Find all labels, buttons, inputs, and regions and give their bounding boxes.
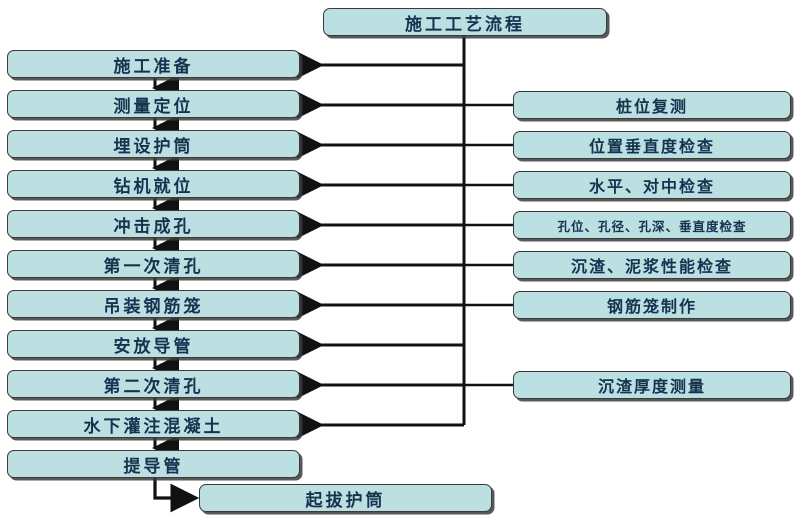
check-label-3: 水平、对中检查 — [588, 177, 715, 196]
spine-to-step-arrows — [297, 51, 464, 439]
check-label-2: 位置垂直度检查 — [588, 137, 715, 156]
step-box-7[interactable]: 吊装钢筋笼 — [7, 290, 300, 318]
diagram-title-label: 施工工艺流程 — [405, 14, 525, 35]
step-box-2[interactable]: 测量定位 — [7, 90, 300, 118]
check-box-1[interactable]: 桩位复测 — [513, 91, 791, 119]
step-box-1[interactable]: 施工准备 — [7, 50, 300, 78]
step-box-9[interactable]: 第二次清孔 — [7, 370, 300, 398]
check-box-6[interactable]: 钢筋笼制作 — [513, 291, 791, 319]
step-label-5: 冲击成孔 — [113, 216, 194, 237]
diagram-title-box: 施工工艺流程 — [323, 8, 607, 36]
step-box-10[interactable]: 水下灌注混凝土 — [7, 410, 300, 438]
step-label-9: 第二次清孔 — [103, 376, 204, 397]
step-label-2: 测量定位 — [113, 96, 194, 117]
terminal-box[interactable]: 起拔护筒 — [199, 484, 492, 512]
check-label-4: 孔位、孔径、孔深、垂直度检查 — [557, 218, 747, 234]
terminal-label: 起拔护筒 — [305, 490, 386, 511]
check-box-2[interactable]: 位置垂直度检查 — [513, 131, 791, 159]
step-box-3[interactable]: 埋设护筒 — [7, 130, 300, 158]
step-label-6: 第一次清孔 — [103, 256, 204, 277]
step-label-7: 吊装钢筋笼 — [103, 296, 204, 317]
step-label-3: 埋设护筒 — [113, 136, 194, 157]
step-box-6[interactable]: 第一次清孔 — [7, 250, 300, 278]
step-box-5[interactable]: 冲击成孔 — [7, 210, 300, 238]
check-box-5[interactable]: 沉渣、泥浆性能检查 — [513, 251, 791, 279]
step-label-8: 安放导管 — [113, 336, 194, 357]
check-box-7[interactable]: 沉渣厚度测量 — [513, 371, 791, 399]
step-label-11: 提导管 — [123, 456, 184, 477]
terminal-branch — [153, 478, 200, 513]
check-label-1: 桩位复测 — [615, 97, 688, 116]
step-label-10: 水下灌注混凝土 — [83, 416, 224, 437]
check-label-6: 钢筋笼制作 — [606, 297, 697, 316]
check-box-3[interactable]: 水平、对中检查 — [513, 171, 791, 199]
check-box-4[interactable]: 孔位、孔径、孔深、垂直度检查 — [513, 211, 791, 239]
step-box-11[interactable]: 提导管 — [7, 450, 300, 478]
check-label-7: 沉渣厚度测量 — [597, 377, 706, 396]
check-to-spine-links — [464, 103, 513, 387]
check-label-5: 沉渣、泥浆性能检查 — [570, 257, 733, 276]
step-label-4: 钻机就位 — [113, 176, 194, 197]
step-label-1: 施工准备 — [113, 56, 194, 77]
step-box-8[interactable]: 安放导管 — [7, 330, 300, 358]
step-box-4[interactable]: 钻机就位 — [7, 170, 300, 198]
